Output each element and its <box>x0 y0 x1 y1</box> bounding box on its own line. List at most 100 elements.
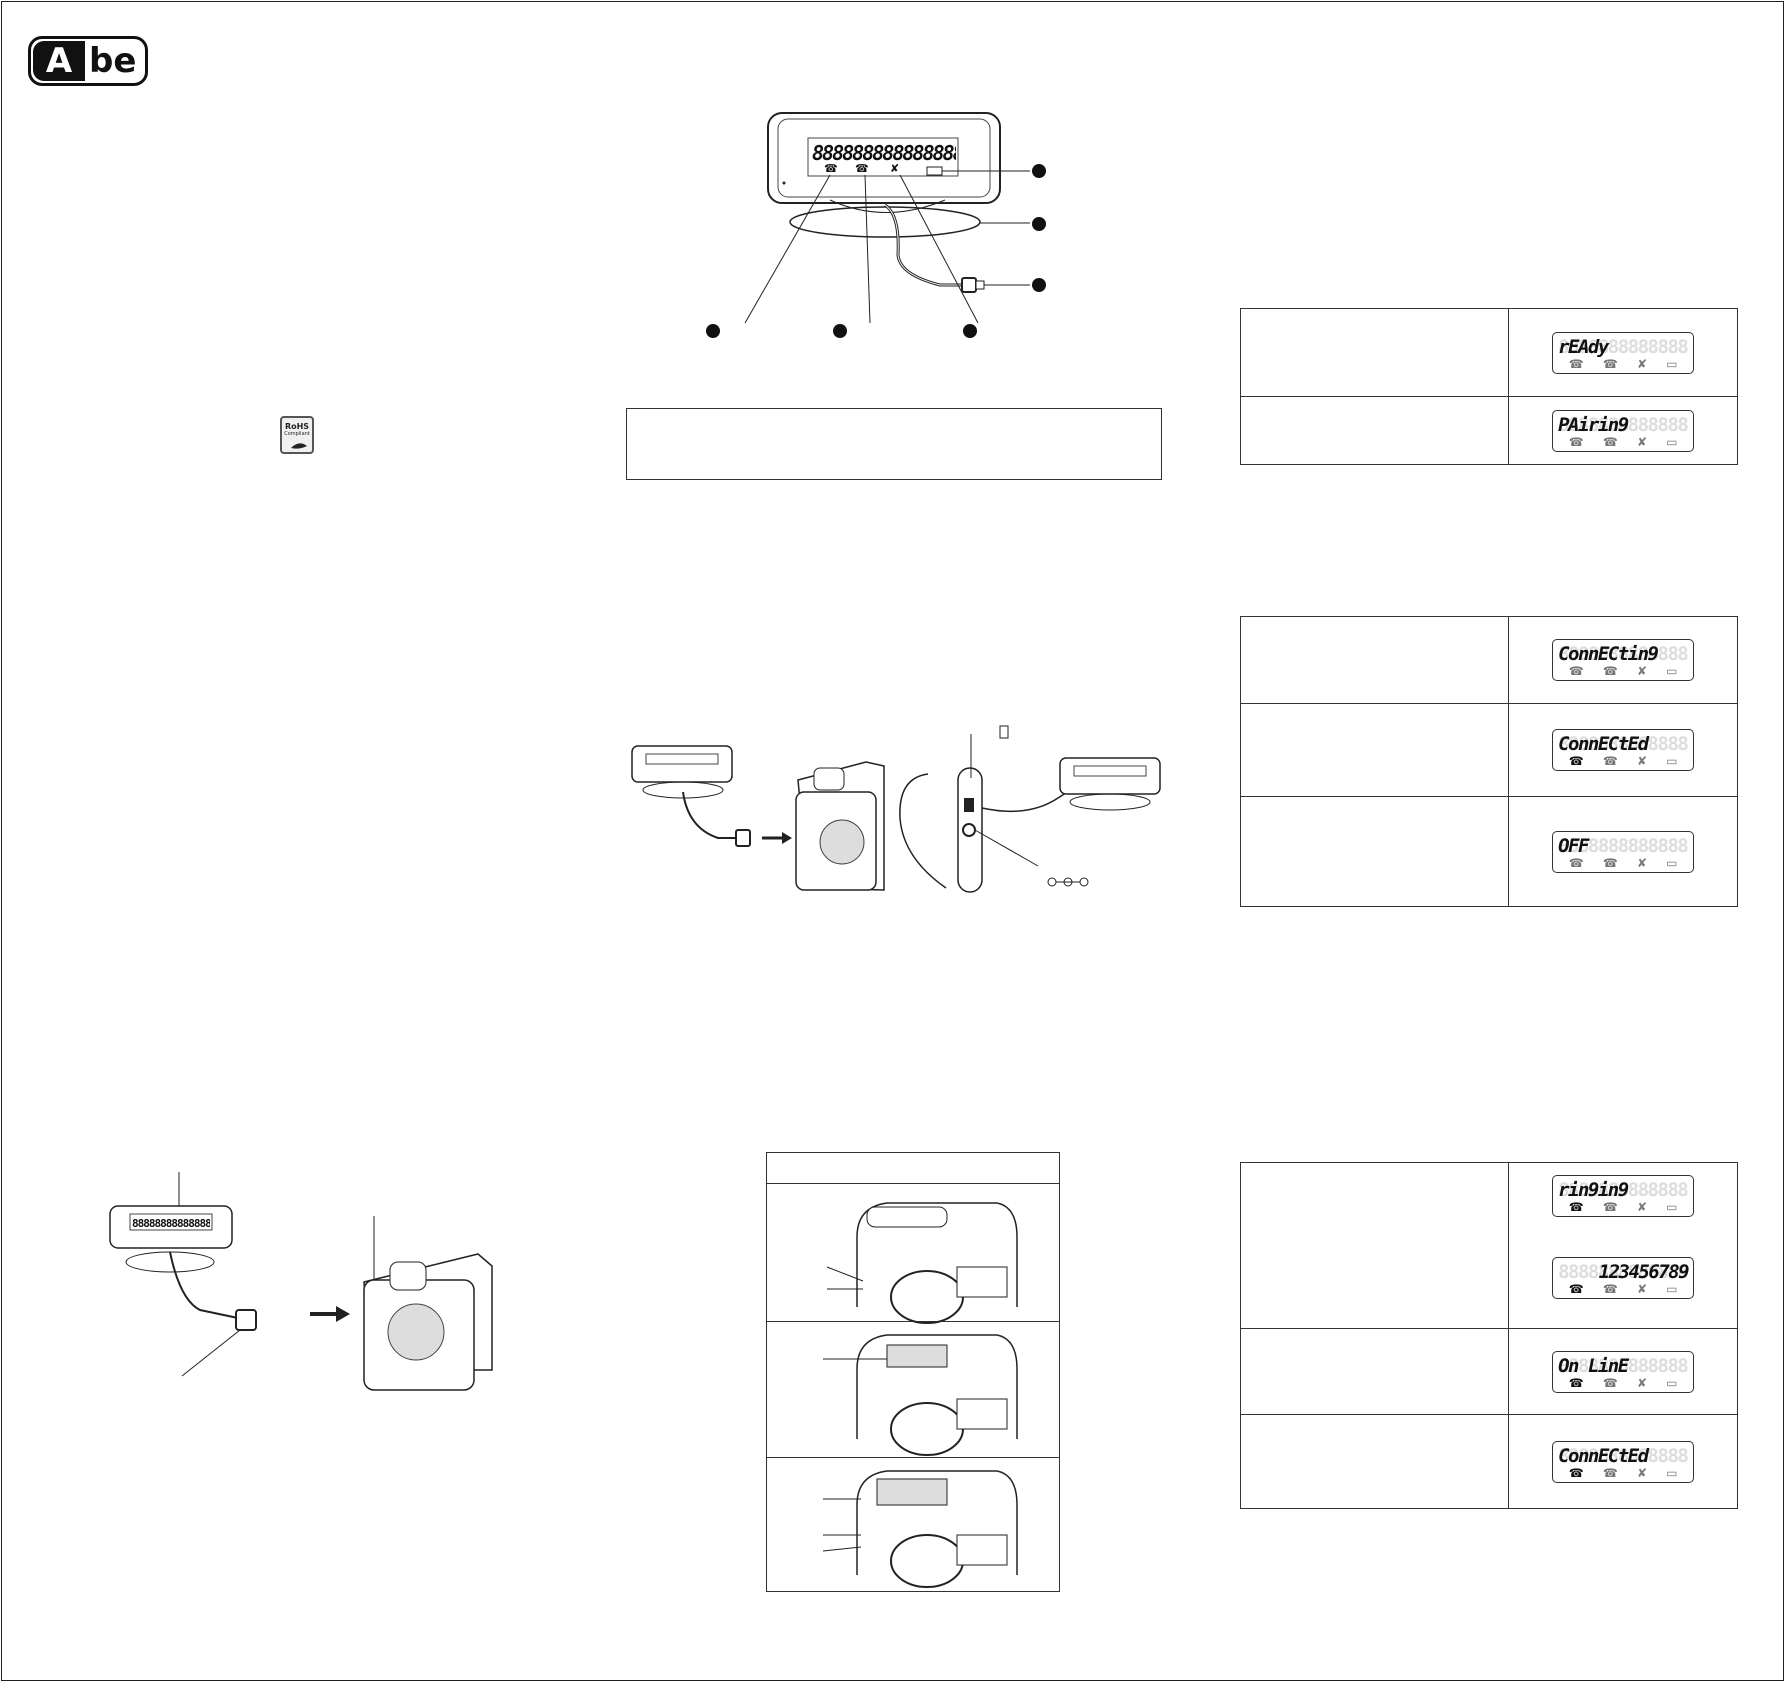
lcd-status-text: PAirin9 <box>1558 413 1629 436</box>
lcd-status-text: rin9in9 <box>1558 1179 1629 1201</box>
status-desc-cell <box>1239 1414 1510 1509</box>
phone1-icon: ☎ <box>1568 855 1584 870</box>
lcd-segment-background: 88888888888888 <box>1558 834 1689 855</box>
lcd-segment-background: 88888888888888 <box>1558 1354 1689 1375</box>
mic-mute-icon: ✘ <box>1636 356 1647 371</box>
svg-text:✘: ✘ <box>890 162 899 175</box>
device-diagram-digits: 888888888888888 <box>132 1217 210 1230</box>
installation-row-divider <box>767 1457 1059 1458</box>
battery-icon: ▭ <box>1666 1200 1678 1214</box>
phone2-icon: ☎ <box>1602 434 1618 449</box>
phone1-icon: ☎ <box>1568 1200 1584 1214</box>
phone2-icon: ☎ <box>1602 1465 1618 1480</box>
installation-box <box>766 1152 1060 1592</box>
rohs-compliant-badge: RoHS Compliant <box>280 416 314 454</box>
lcd-icon-row: ☎ ☎ ✘ ▭ <box>1559 754 1687 768</box>
status-desc-cell <box>1239 1328 1510 1415</box>
phone2-icon: ☎ <box>1602 1375 1618 1390</box>
mic-mute-icon: ✘ <box>1636 1375 1647 1390</box>
display-unit-digits: 888888888888888 <box>812 141 956 165</box>
status-desc-cell <box>1239 396 1510 465</box>
car-interior-illustrations <box>822 1202 1018 1588</box>
phone1-icon: ☎ <box>1568 1465 1584 1480</box>
mic-mute-icon: ✘ <box>1636 754 1647 768</box>
lcd-status-text: ConnECtEd <box>1558 1444 1649 1467</box>
battery-icon: ▭ <box>1666 1375 1678 1390</box>
battery-icon: ▭ <box>1666 855 1678 870</box>
lcd-icon-row: ☎ ☎ ✘ ▭ <box>1559 1376 1687 1390</box>
phone2-icon: ☎ <box>1602 664 1618 678</box>
mic-mute-icon: ✘ <box>1636 664 1647 678</box>
mic-mute-icon: ✘ <box>1636 1465 1647 1480</box>
lcd-segment-background: 88888888888888 <box>1558 413 1689 434</box>
phone1-icon: ☎ <box>1568 754 1584 768</box>
mic-mute-icon: ✘ <box>1636 1282 1647 1296</box>
leaf-icon <box>291 443 307 449</box>
device-connection-diagram <box>109 1172 493 1391</box>
lcd-segment-background: 88888888888888 <box>1558 1179 1689 1199</box>
lcd-status-text: 123456789 <box>1598 1261 1690 1283</box>
logo-letters-be: be <box>89 41 137 81</box>
battery-icon: ▭ <box>1666 356 1678 371</box>
phone2-icon: ☎ <box>1602 754 1618 768</box>
abe-logo: A be <box>28 36 148 86</box>
svg-text:☎: ☎ <box>824 162 838 175</box>
lcd-icon-row: ☎ ☎ ✘ ▭ <box>1559 856 1687 870</box>
lcd-segment-background: 88888888888888 <box>1558 1261 1689 1281</box>
mic-mute-icon: ✘ <box>1636 434 1647 449</box>
lcd-icon-row: ☎ ☎ ✘ ▭ <box>1559 664 1687 678</box>
lcd-icon-row: ☎ ☎ ✘ ▭ <box>1559 357 1687 371</box>
phone1-icon: ☎ <box>1568 664 1584 678</box>
lcd-status-text: OFF <box>1558 834 1589 857</box>
battery-icon: ▭ <box>1666 1282 1678 1296</box>
phone2-icon: ☎ <box>1602 1200 1618 1214</box>
status-desc-cell <box>1239 703 1510 797</box>
mic-mute-icon: ✘ <box>1636 855 1647 870</box>
lcd-icon-row: ☎ ☎ ✘ ▭ <box>1559 435 1687 449</box>
phone2-icon: ☎ <box>1602 356 1618 371</box>
lcd-icon-row: ☎ ☎ ✘ ▭ <box>1559 1466 1687 1480</box>
phone1-icon: ☎ <box>1568 356 1584 371</box>
battery-icon: ▭ <box>1666 1465 1678 1480</box>
lcd-segment-background: 88888888888888 <box>1558 335 1689 356</box>
battery-icon: ▭ <box>1666 754 1678 768</box>
lcd-status-text: On LinE <box>1558 1354 1629 1377</box>
lcd-status-text: ConnECtin9 <box>1558 643 1659 665</box>
note-box <box>626 408 1162 480</box>
svg-text:☎: ☎ <box>855 162 869 175</box>
status-desc-cell <box>1239 1162 1510 1329</box>
lcd-segment-background: 88888888888888 <box>1558 733 1689 753</box>
phone2-icon: ☎ <box>1602 1282 1618 1296</box>
lcd-icon-row: ☎☎✘▭ <box>1559 1200 1687 1214</box>
phone1-icon: ☎ <box>1568 1375 1584 1390</box>
lcd-status-text: rEAdy <box>1558 335 1609 358</box>
battery-icon: ▭ <box>1666 434 1678 449</box>
display-unit-diagram: ☎ ☎ ✘ <box>706 112 1046 338</box>
lcd-segment-background: 88888888888888 <box>1558 1444 1689 1465</box>
logo-letter-a: A <box>33 41 85 81</box>
status-desc-cell <box>1239 616 1510 704</box>
connection-diagram <box>631 725 1161 893</box>
phone1-icon: ☎ <box>1568 434 1584 449</box>
phone2-icon: ☎ <box>1602 855 1618 870</box>
installation-box-header <box>767 1153 1059 1184</box>
status-desc-cell <box>1239 796 1510 907</box>
battery-icon: ▭ <box>1666 664 1678 678</box>
lcd-icon-row: ☎ ☎ ✘ ▭ <box>1559 1282 1687 1296</box>
status-desc-cell <box>1239 308 1510 397</box>
phone1-icon: ☎ <box>1568 1282 1584 1296</box>
lcd-status-text: ConnECtEd <box>1558 733 1649 755</box>
